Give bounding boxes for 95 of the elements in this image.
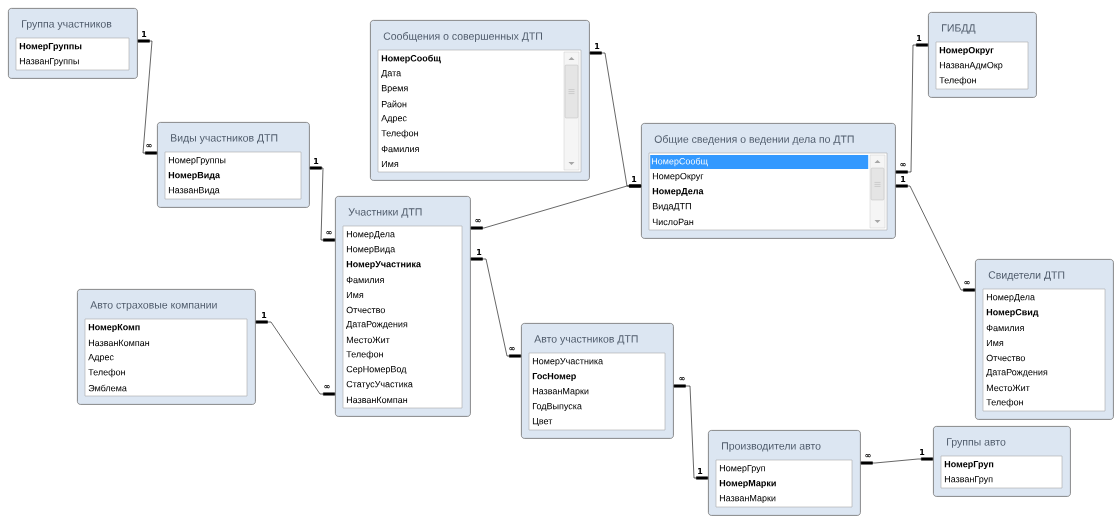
field-name: МестоЖит: [346, 336, 390, 344]
field-name: Дата: [381, 70, 402, 78]
table-title: Авто страховые компании: [90, 301, 217, 311]
field-name: Имя: [381, 160, 399, 168]
field-name: НомерДела: [986, 293, 1035, 303]
field-name: Эмблема: [88, 384, 127, 392]
cardinality-label: ∞: [679, 377, 685, 381]
field-name: Телефон: [986, 398, 1023, 408]
field-name: НомерОкруг: [939, 46, 994, 56]
relationship-line: [309, 166, 335, 242]
field-name: НомерГруп: [944, 460, 994, 470]
table-title: ГИБДД: [942, 24, 976, 34]
relationship-line: [895, 184, 975, 292]
field-name: Телефон: [381, 129, 418, 139]
field-name: ВидаДТП: [652, 203, 691, 211]
cardinality-label: ∞: [326, 231, 332, 235]
field-name: ГодВыпуска: [532, 403, 582, 412]
table-title: Виды участников ДТП: [171, 134, 278, 144]
cardinality-label: ∞: [964, 281, 970, 285]
field-name: Фамилия: [346, 276, 384, 284]
table-title: Группа участников: [22, 20, 112, 30]
cardinality-label: 1: [901, 176, 906, 182]
field-name: НомерСообщ: [381, 54, 441, 64]
field-name: НазванКомпан: [346, 396, 408, 404]
cardinality-label: 1: [595, 43, 600, 49]
field-name: Время: [381, 84, 408, 94]
field-name: Район: [381, 100, 407, 108]
field-name: НазванКомпан: [88, 339, 150, 347]
cardinality-label: 1: [917, 35, 922, 41]
table-title: Группы авто: [947, 438, 1006, 448]
table-title: Авто участников ДТП: [534, 335, 638, 345]
field-name: МестоЖит: [986, 384, 1030, 392]
field-name: ЧислоРан: [652, 218, 694, 226]
relationship-line: [470, 257, 521, 358]
field-name: Отчество: [986, 354, 1025, 362]
field-name: НомерОкруг: [652, 172, 704, 182]
cardinality-label: ∞: [865, 454, 871, 458]
field-name: Адрес: [88, 353, 114, 363]
cardinality-label: 1: [698, 468, 703, 474]
cardinality-label: ∞: [146, 144, 152, 148]
field-name: НазванАдмОкр: [939, 61, 1003, 71]
field-name: ДатаРождения: [346, 321, 408, 329]
field-name: НомерУчастника: [346, 260, 422, 270]
field-name: Отчество: [346, 306, 385, 314]
field-name: НомерДела: [652, 187, 704, 197]
table-title: Производители авто: [722, 442, 821, 452]
table-title: Сообщения о совершенных ДТП: [383, 32, 542, 42]
field-name: НазванГруп: [944, 476, 993, 485]
field-name: НомерУчастника: [532, 357, 604, 367]
cardinality-label: ∞: [509, 347, 515, 351]
field-name: НазванГруппы: [19, 57, 79, 67]
field-name: Адрес: [381, 114, 407, 124]
relationship-line: [255, 320, 335, 396]
field-name: Имя: [986, 339, 1004, 347]
cardinality-label: 1: [314, 158, 319, 164]
relationship-line: [673, 384, 708, 480]
field-name: Телефон: [88, 368, 125, 378]
selected-field: НомерСообщ: [650, 155, 869, 169]
cardinality-label: 1: [920, 449, 925, 455]
field-name: НомерВида: [168, 171, 221, 181]
field-name: НомерГруппы: [19, 42, 82, 52]
cardinality-label: 1: [477, 249, 482, 255]
field-name: НомерГруп: [719, 465, 765, 474]
field-name: Фамилия: [986, 324, 1024, 332]
cardinality-label: 1: [262, 312, 267, 318]
field-name: ДатаРождения: [986, 369, 1048, 377]
field-name: Телефон: [346, 350, 383, 360]
field-name: НазванМарки: [532, 387, 589, 397]
field-name: Фамилия: [381, 145, 419, 153]
cardinality-label: ∞: [475, 219, 481, 223]
table-title: Свидетели ДТП: [988, 271, 1065, 281]
relationship-line: [470, 184, 641, 230]
relationship-line: [895, 43, 928, 174]
field-name: Цвет: [532, 418, 553, 426]
relationship-line: [860, 457, 933, 465]
cardinality-label: 1: [142, 31, 147, 37]
field-name: НазванМарки: [719, 494, 776, 504]
field-name: НазванВида: [168, 187, 220, 195]
cardinality-label: ∞: [324, 385, 330, 389]
table-title: Общие сведения о ведении дела по ДТП: [654, 135, 854, 145]
field-name: НомерСвид: [986, 308, 1039, 318]
field-name: Телефон: [939, 76, 976, 86]
relationship-line: [137, 39, 157, 155]
cardinality-label: 1: [632, 176, 637, 182]
table-title: Участники ДТП: [348, 208, 422, 218]
cardinality-label: ∞: [900, 163, 906, 167]
field-name: НомерДела: [346, 230, 395, 240]
field-name: НомерГруппы: [168, 156, 226, 166]
field-name: НомерКомп: [88, 323, 140, 333]
field-name: НомерМарки: [719, 479, 776, 489]
field-name: НомерВида: [346, 245, 396, 255]
field-name: Имя: [346, 291, 364, 299]
field-name: ГосНомер: [532, 372, 576, 382]
field-name: СерНомерВод: [346, 365, 407, 375]
field-name: СтатусУчастика: [346, 380, 413, 390]
